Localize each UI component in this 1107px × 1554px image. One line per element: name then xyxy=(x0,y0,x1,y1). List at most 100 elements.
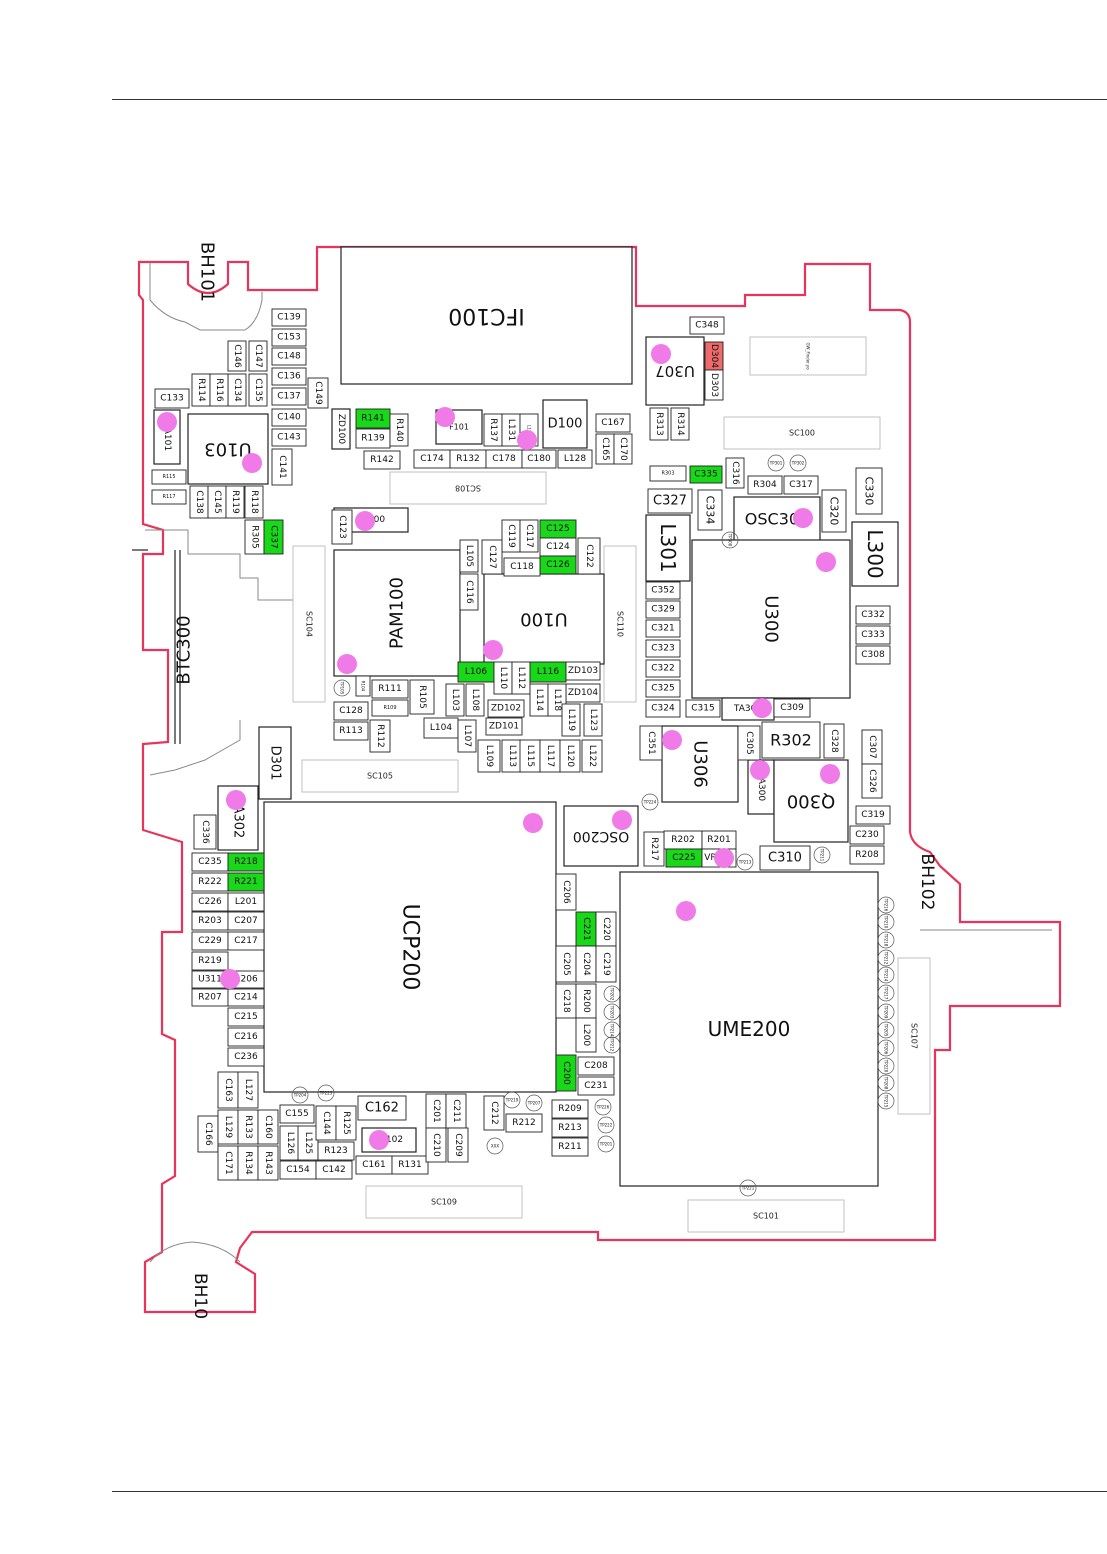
board-label-tp301: TP301 xyxy=(769,461,783,466)
component-ref-label: TA101 xyxy=(162,422,172,451)
test-point-ring xyxy=(525,1094,543,1112)
component-ref-label: C205 xyxy=(561,952,571,975)
component-c165: C165 xyxy=(595,433,615,465)
board-label-tp215: TP215 xyxy=(884,1094,889,1108)
component-c141: C141 xyxy=(271,448,293,486)
component-c335: C335 xyxy=(689,465,723,484)
component-ref-label: D301 xyxy=(268,746,283,781)
component-ref-label: C328 xyxy=(829,729,839,753)
component-ref-label: R123 xyxy=(324,1146,347,1156)
component-c147: C147 xyxy=(248,340,268,372)
component-r143: R143 xyxy=(257,1145,279,1181)
component-ref-label: C327 xyxy=(653,494,687,509)
component-r200: R200 xyxy=(575,983,597,1019)
component-body xyxy=(861,763,883,799)
component-r117: R117 xyxy=(151,489,187,505)
component-c174: C174 xyxy=(413,449,451,469)
component-r208: R208 xyxy=(849,845,885,865)
component-body xyxy=(697,489,723,531)
component-c204: C204 xyxy=(575,945,597,983)
component-body xyxy=(307,377,329,409)
component-l106: L106 xyxy=(457,661,495,683)
component-c235: C235 xyxy=(191,852,229,872)
component-c167: C167 xyxy=(595,413,631,433)
test-point-ring xyxy=(877,1039,895,1057)
component-ref-label: L125 xyxy=(303,1132,313,1154)
component-body xyxy=(227,892,265,912)
component-body xyxy=(227,1027,265,1047)
component-ref-label: R119 xyxy=(230,490,240,514)
component-body xyxy=(851,521,899,587)
test-point-ring xyxy=(877,1021,895,1039)
test-marker-dot xyxy=(714,848,734,868)
test-point-ring xyxy=(877,1074,895,1092)
component-ref-label: C116 xyxy=(464,580,474,604)
test-point-ring xyxy=(641,793,659,811)
component-ref-label: L128 xyxy=(564,454,586,464)
component-c200: C200 xyxy=(555,1054,577,1092)
component-ref-label: C170 xyxy=(618,437,628,461)
component-body xyxy=(557,449,593,469)
board-label-tp222: TP222 xyxy=(599,1123,613,1128)
component-body xyxy=(225,485,245,519)
component-ume200: UME200 xyxy=(619,871,879,1187)
component-body xyxy=(191,951,229,971)
test-marker-dot xyxy=(517,430,537,450)
component-body xyxy=(575,1017,597,1053)
component-body xyxy=(521,449,557,469)
component-ref-label: C307 xyxy=(867,735,877,758)
component-body xyxy=(485,717,523,736)
component-ref-label: C162 xyxy=(365,1101,399,1116)
board-label-xxx: XXX xyxy=(491,1144,499,1149)
board-label-bh10: BH10 xyxy=(190,1273,210,1319)
component-body xyxy=(465,683,485,717)
component-ref-label: U307 xyxy=(655,362,695,380)
component-body xyxy=(783,475,819,495)
component-ref-label: C334 xyxy=(704,496,717,525)
test-point-ring xyxy=(291,1086,309,1104)
component-body xyxy=(355,675,371,697)
component-c324: C324 xyxy=(645,699,681,718)
component-c225: C225 xyxy=(665,848,703,868)
component-r118: R118 xyxy=(244,485,264,519)
component-sc105: SC105 xyxy=(301,759,459,793)
component-l300: L300 xyxy=(851,521,899,587)
component-ref-label: C218 xyxy=(561,989,571,1013)
component-body xyxy=(257,1109,279,1145)
component-ref-label: R114 xyxy=(196,378,206,402)
component-c327: C327 xyxy=(647,488,693,514)
component-c142: C142 xyxy=(315,1160,353,1180)
component-body xyxy=(209,373,229,407)
component-ref-label: U103 xyxy=(204,439,252,460)
component-r115: R115 xyxy=(151,469,187,485)
component-c138: C138 xyxy=(189,485,209,519)
component-ref-label: C316 xyxy=(730,461,740,485)
test-point-ring xyxy=(317,1084,335,1102)
component-ref-label: C165 xyxy=(600,437,610,460)
component-ref-label: R313 xyxy=(654,412,664,435)
component-body xyxy=(581,739,603,773)
component-c207: C207 xyxy=(227,911,265,931)
component-ref-label: R314 xyxy=(675,412,685,436)
component-ref-label: L126 xyxy=(285,1132,295,1154)
component-c161: C161 xyxy=(355,1155,393,1175)
component-ref-label: L116 xyxy=(537,667,559,677)
component-c310: C310 xyxy=(759,845,811,871)
component-l107: L107 xyxy=(457,719,477,753)
component-c325: C325 xyxy=(645,679,681,698)
board-label-tp219: TP219 xyxy=(505,1098,519,1103)
component-ref-label: OSC300 xyxy=(745,510,809,529)
component-ref-label: R203 xyxy=(198,916,221,926)
component-body xyxy=(551,1099,589,1119)
component-ref-label: C324 xyxy=(651,704,675,714)
test-point-ring xyxy=(597,1135,615,1153)
test-point-ring xyxy=(877,1003,895,1021)
component-l105: L105 xyxy=(459,539,479,573)
component-c323: C323 xyxy=(645,639,681,658)
component-ref-label: L107 xyxy=(462,725,472,747)
component-body xyxy=(577,1056,615,1076)
component-ref-label: C206 xyxy=(561,880,571,904)
component-ref-label: UCP200 xyxy=(398,904,423,991)
component-body xyxy=(542,399,588,449)
component-c134: C134 xyxy=(227,373,247,407)
